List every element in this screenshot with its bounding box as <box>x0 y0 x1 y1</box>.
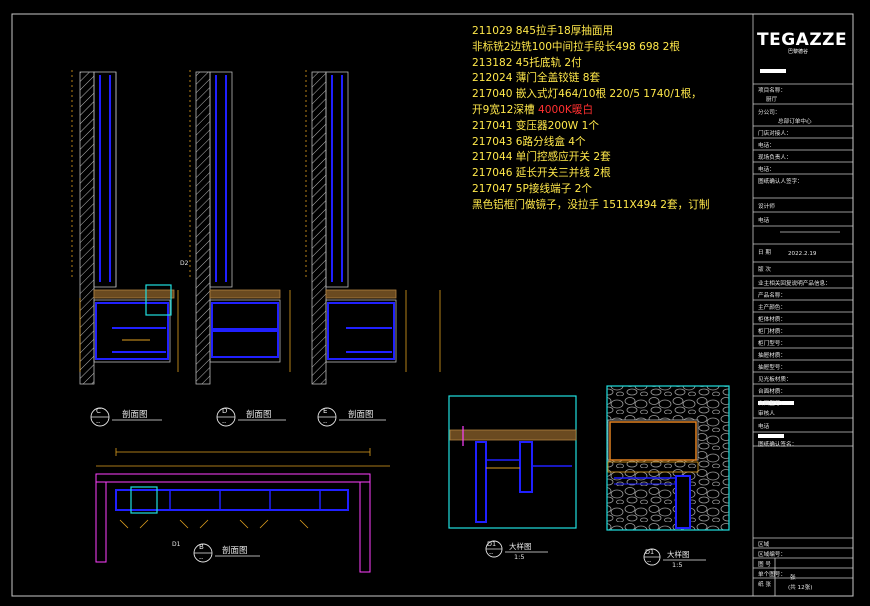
tb-contact-row: 门店对接人： <box>758 131 792 137</box>
section-d-label: 剖面图 <box>246 410 272 420</box>
tb-sheet-label: 张 <box>790 575 796 581</box>
tb-product-row: 台面型号： <box>758 401 786 407</box>
detail-d1-right-letter: D1 <box>645 548 655 556</box>
detail-d1-right-label: 大样图 <box>667 550 690 559</box>
tb-contact-row: 电话： <box>758 143 775 149</box>
tb-address-value: 总部订单中心 <box>778 119 812 125</box>
tb-product-row: 主产颜色： <box>758 305 786 311</box>
tb-phone-label: 电话 <box>758 218 770 224</box>
parts-list-item: 217041 变压器200W 1个 <box>472 119 752 135</box>
section-d-caption <box>216 407 286 427</box>
title-block-frame <box>752 13 854 597</box>
parts-list-item: 黑色铝框门做镜子，没拉手 1511X494 2套，订制 <box>472 198 752 214</box>
brand-logo: TEGAZZE <box>757 30 848 50</box>
tb-reviewer-phone: 电话 <box>758 424 770 430</box>
tb-product-row: 台面材质： <box>758 389 786 395</box>
detail-d1-right-drawing <box>606 385 730 566</box>
parts-list-item: 212024 薄门全盖铰链 8套 <box>472 71 752 87</box>
parts-list-item-text: 217046 延长开关三并线 2根 <box>472 167 611 180</box>
section-c-caption <box>90 407 162 427</box>
section-e-letter: E <box>323 407 328 415</box>
section-e-dash: -- <box>323 419 328 426</box>
parts-list-highlight: 4000K暖白 <box>534 103 594 116</box>
tb-designer-label: 设计师 <box>758 204 775 210</box>
tb-project-value: 厨厅 <box>766 97 778 103</box>
parts-list-item: 217040 嵌入式灯464/10根 220/5 1740/1根， <box>472 87 752 103</box>
tb-note-label: 业主相关回复说明产品信息： <box>758 281 831 287</box>
tb-product-row: 柜门型号： <box>758 341 786 347</box>
parts-list: 211029 845拉手18厚抽面用 非标铣2边铣100中间拉手段长498 69… <box>472 24 752 214</box>
tb-address-label: 分公司： <box>758 110 781 116</box>
section-e-label: 剖面图 <box>348 410 374 420</box>
parts-list-item-text: 212024 薄门全盖铰链 8套 <box>472 72 601 85</box>
brand-sub-logo: 巴黎德谷 <box>788 49 809 55</box>
tb-revision-label: 版 次 <box>758 267 771 273</box>
section-b-label: 剖面图 <box>222 546 248 556</box>
detail-d1-left-label: 大样图 <box>509 542 532 551</box>
parts-list-item-text: 开9宽12深槽 <box>472 103 535 116</box>
section-c-drawing <box>71 70 179 385</box>
section-c-letter: C <box>96 407 101 415</box>
tb-date-value: 2022.2.19 <box>788 251 817 257</box>
parts-list-item-text: 217041 变压器200W 1个 <box>472 119 599 132</box>
detail-d1-left-scale: 1:5 <box>514 553 525 561</box>
tb-product-row: 抽屉材质： <box>758 353 786 359</box>
detail-d1-right-dash: -- <box>647 558 652 565</box>
section-d-dash: -- <box>222 419 227 426</box>
tb-date-label: 日 期 <box>758 250 771 256</box>
parts-list-item: 217043 6路分线盒 4个 <box>472 135 752 151</box>
tb-contact-row: 电话： <box>758 167 775 173</box>
detail-d1-left-letter: D1 <box>487 540 497 548</box>
parts-list-item-text: 黑色铝框门做镜子，没拉手 1511X494 2套，订制 <box>472 198 710 211</box>
tb-sheet-row: 图 号 <box>758 562 771 568</box>
section-d-drawing <box>189 70 291 385</box>
section-b-drawing <box>95 448 390 573</box>
tb-sheet-row: 区域 <box>758 542 770 548</box>
parts-list-item: 217044 单门控感应开关 2套 <box>472 150 752 166</box>
tb-sheet-row: 区域编号： <box>758 552 786 558</box>
tb-sheet-row: 纸 张 <box>758 582 771 588</box>
tb-sheet-total: (共 12张) <box>788 585 813 591</box>
section-b-dash: -- <box>199 555 204 562</box>
section-e-drawing <box>305 70 441 385</box>
tb-product-row: 柜门材质： <box>758 329 786 335</box>
detail-d1-right-scale: 1:5 <box>672 561 683 569</box>
parts-list-item: 217047 5P接线端子 2个 <box>472 182 752 198</box>
callout-d1: D1 <box>172 541 181 548</box>
tb-product-row: 见光板材质： <box>758 377 792 383</box>
tb-contact-row: 现场负责人： <box>758 155 792 161</box>
parts-list-item-text: 211029 845拉手18厚抽面用 <box>472 25 614 37</box>
tb-reviewer-label: 审核人 <box>758 411 775 417</box>
parts-list-item: 213182 45托底轨 2付 <box>472 56 752 72</box>
parts-list-item-text: 217043 6路分线盒 4个 <box>472 135 586 148</box>
parts-list-item: 211029 845拉手18厚抽面用 <box>472 24 752 40</box>
tb-product-row: 抽屉型号： <box>758 365 786 371</box>
section-b-letter: B <box>199 543 204 551</box>
section-d-letter: D <box>222 407 228 415</box>
tb-project-label: 项目名称： <box>758 88 786 94</box>
parts-list-item-text: 217044 单门控感应开关 2套 <box>472 151 611 164</box>
parts-list-item-text: 213182 45托底轨 2付 <box>472 56 582 69</box>
tb-sheet-row: 单个图号： <box>758 572 786 578</box>
section-c-dash: -- <box>96 419 101 426</box>
parts-list-item-text: 217047 5P接线端子 2个 <box>472 182 593 195</box>
parts-list-item-text: 217040 嵌入式灯464/10根 220/5 1740/1根， <box>472 88 702 101</box>
detail-d1-left-drawing <box>448 395 577 558</box>
parts-list-item-text: 非标铣2边铣100中间拉手段长498 698 2根 <box>472 40 680 53</box>
tb-product-row: 产品名称： <box>758 293 786 299</box>
tb-confirm-label: 图纸确认签名： <box>758 442 798 448</box>
section-c-label: 剖面图 <box>122 410 148 420</box>
section-e-caption <box>317 407 386 427</box>
parts-list-item: 非标铣2边铣100中间拉手段长498 698 2根 <box>472 40 752 56</box>
parts-list-item: 217046 延长开关三并线 2根 <box>472 166 752 182</box>
callout-d2: D2 <box>180 260 189 267</box>
parts-list-item: 开9宽12深槽 4000K暖白 <box>472 103 752 119</box>
detail-d1-left-dash: -- <box>489 550 494 557</box>
tb-contact-row: 图纸确认人签字： <box>758 179 803 185</box>
tb-product-row: 柜体材质： <box>758 317 786 323</box>
